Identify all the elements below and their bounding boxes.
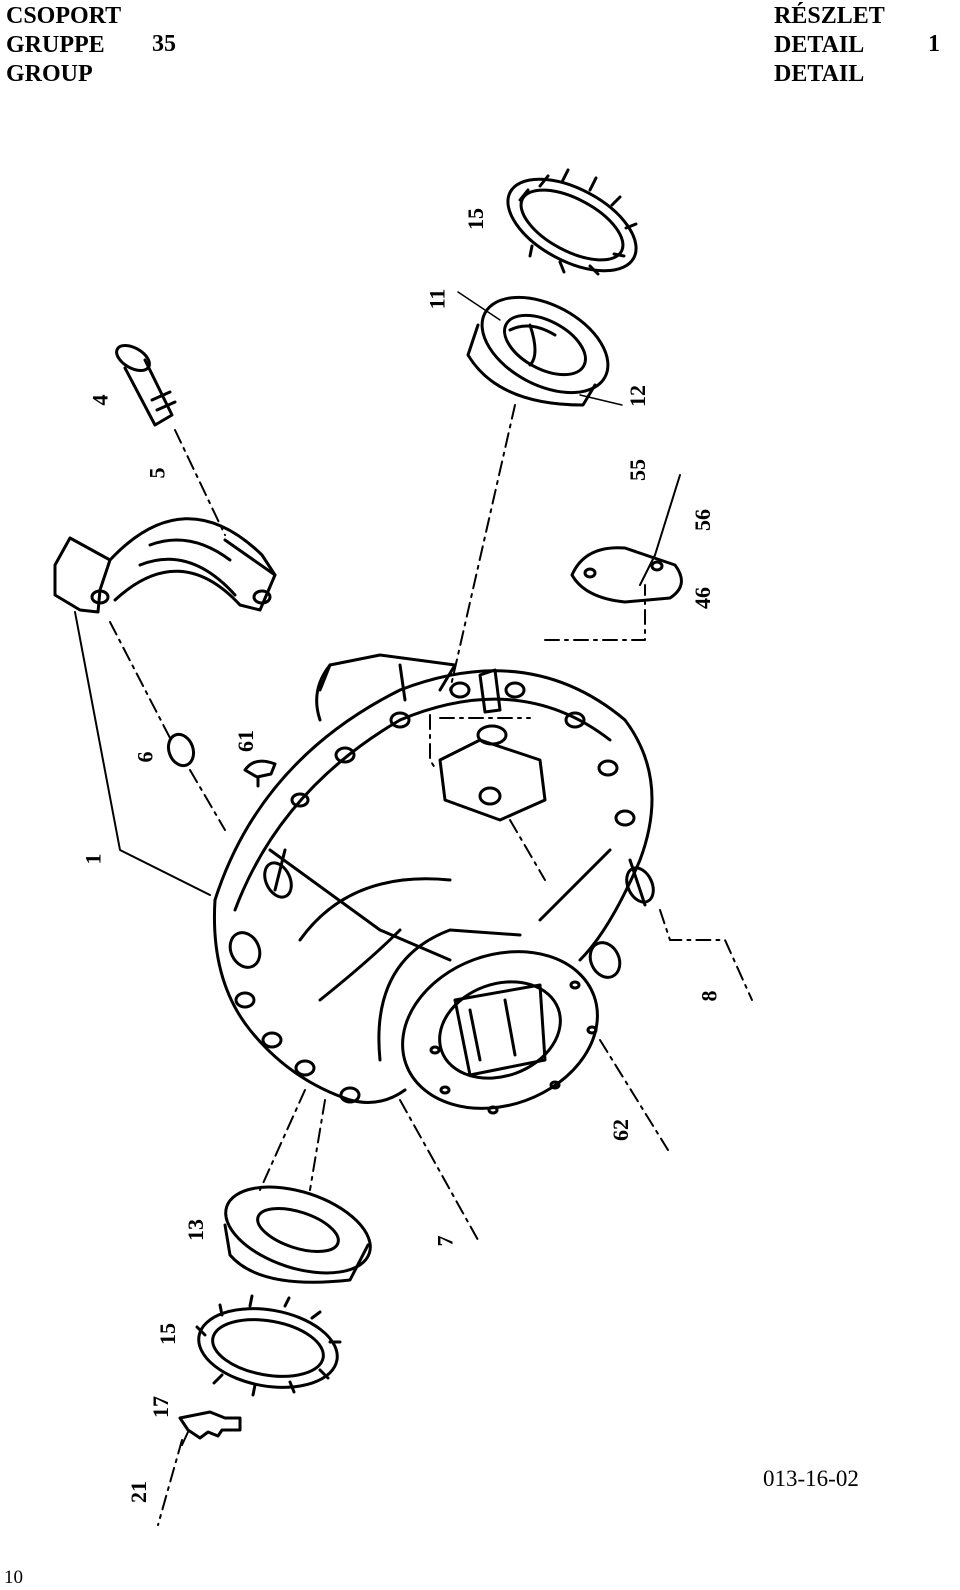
callout-13: 13 (183, 1219, 208, 1241)
callout-4: 4 (87, 394, 113, 406)
label-group: GROUP (6, 61, 93, 87)
part-4-bolt (112, 340, 175, 425)
group-number: 35 (152, 31, 176, 57)
detail-number: 1 (928, 31, 940, 57)
part-main-axle-housing (214, 655, 658, 1135)
callout-15-top: 15 (463, 208, 488, 230)
part-17-lock-plate (180, 1412, 240, 1438)
header-group-labels: CSOPORT GRUPPE GROUP (6, 2, 121, 89)
label-reszlet: RÉSZLET (774, 3, 885, 29)
header-detail-labels: RÉSZLET DETAIL DETAIL (774, 2, 885, 89)
part-11-12-bearing-top (466, 278, 624, 412)
leader-55-56 (640, 475, 680, 585)
assembly-centerlines (158, 405, 752, 1525)
label-gruppe: GRUPPE (6, 32, 105, 58)
callout-46: 46 (690, 587, 715, 609)
label-detail-de: DETAIL (774, 32, 865, 58)
callout-62: 62 (608, 1119, 633, 1141)
page-number: 10 (4, 1567, 23, 1588)
part-6-nut (164, 731, 197, 769)
part-46-cover-plate (572, 548, 681, 602)
callout-11: 11 (424, 288, 450, 310)
label-detail-en: DETAIL (774, 61, 865, 87)
callout-8: 8 (696, 990, 722, 1002)
leader-17 (182, 1432, 188, 1445)
leader-12 (580, 395, 622, 405)
part-15-slotted-nut-lower (192, 1296, 343, 1398)
part-15-slotted-nut-top (493, 160, 650, 289)
label-csoport: CSOPORT (6, 3, 122, 29)
centerline-bolt (175, 430, 225, 535)
centerline-stud (110, 622, 225, 830)
leader-11 (458, 292, 500, 320)
callout-61: 61 (233, 730, 258, 752)
callout-6: 6 (132, 751, 158, 763)
callout-15-lower: 15 (155, 1323, 180, 1345)
callout-1: 1 (80, 853, 106, 865)
callout-55: 55 (625, 459, 650, 481)
callout-17: 17 (148, 1396, 173, 1418)
callout-21: 21 (126, 1481, 151, 1503)
callout-7: 7 (432, 1235, 458, 1247)
callout-5: 5 (144, 467, 170, 479)
part-13-bearing-lower (215, 1171, 381, 1290)
callout-56: 56 (690, 509, 715, 531)
part-1-5-bearing-cap (55, 519, 275, 612)
drawing-id: 013-16-02 (763, 1466, 859, 1491)
part-61-plug (245, 761, 275, 786)
callout-12: 12 (625, 385, 650, 407)
leader-1 (75, 612, 210, 895)
